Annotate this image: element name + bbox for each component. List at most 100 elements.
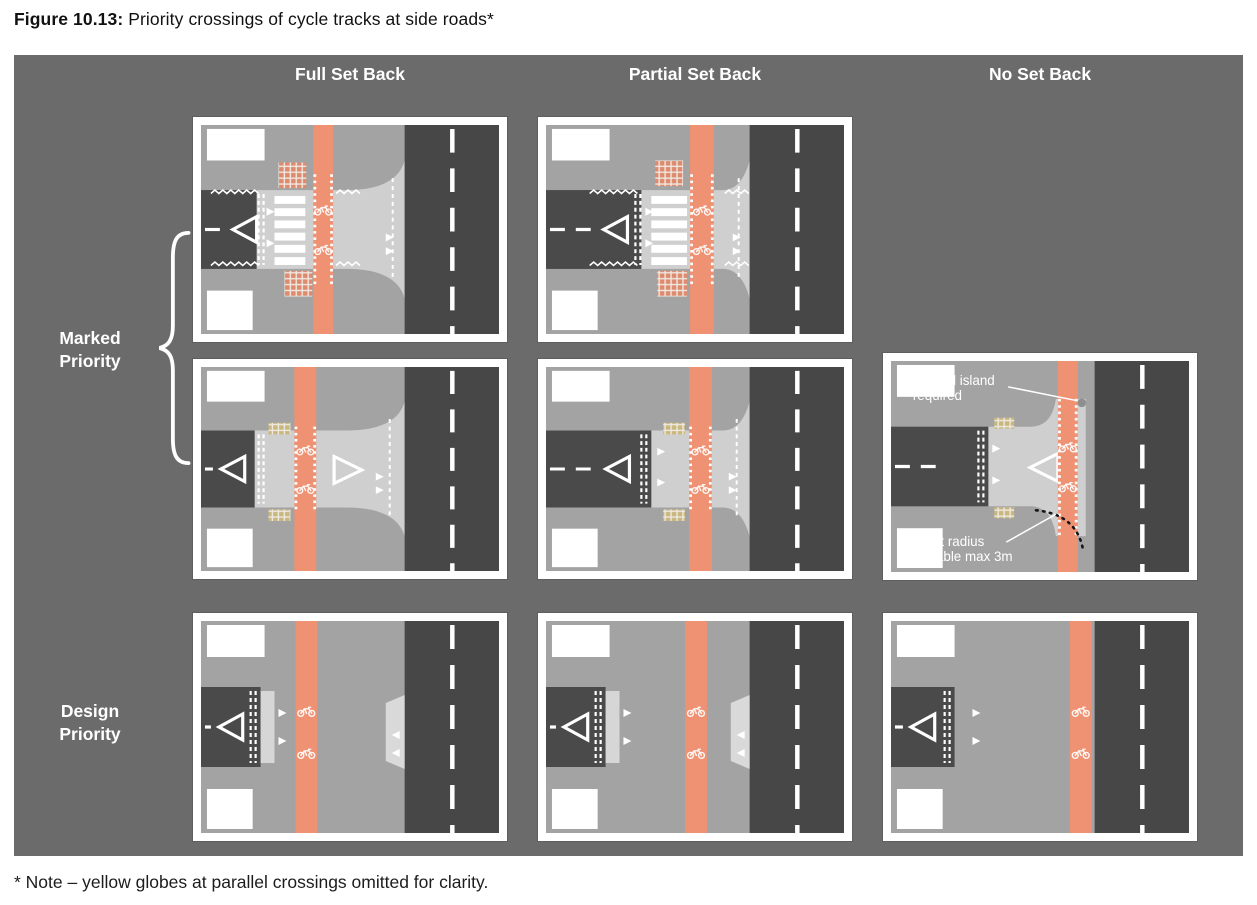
vehicle-crossing-ramp [385,695,405,769]
zigzag-marking [724,260,750,267]
building [206,128,265,161]
arrow-icon [992,476,1001,485]
zebra-stripe [274,208,306,217]
diagram-design-priority-partial-set-back [538,613,852,841]
give-way-triangle-icon [602,453,632,485]
diagram-drawing [201,125,499,334]
arrow-icon [375,472,384,481]
curly-brace [158,230,191,466]
zigzag-marking [724,189,750,195]
give-way-triangle-icon [217,453,247,485]
diagram-drawing [201,621,499,833]
cycle-track [295,621,318,833]
arrow-icon [992,444,1001,453]
tactile-paving-buff [663,509,686,521]
building [206,528,253,568]
arrow-icon [732,247,741,256]
building [551,789,598,829]
arrow-icon [391,731,400,739]
arrow-icon [972,737,981,745]
arrow-icon [645,207,654,216]
diagram-marked-giveway-full-set-back [193,359,507,579]
tactile-paving-red [655,160,684,187]
building [896,528,943,569]
tactile-paving-buff [994,507,1015,519]
diagram-design-priority-full-set-back [193,613,507,841]
leader-line [1005,513,1057,543]
arrow-icon [728,472,737,481]
zebra-stripe [651,232,688,241]
arrow-icon [657,478,666,487]
swept-radius-arc [1034,508,1085,550]
cycle-track [690,125,714,334]
zigzag-marking [589,189,638,195]
tactile-paving-buff [994,417,1015,429]
arrow-icon [732,233,741,242]
arrow-icon [657,447,666,456]
annotation-swept-radius: desirable max 3m [907,549,1013,564]
arrow-icon [645,239,654,248]
arrow-icon [278,709,287,717]
column-header-partial-set-back: Partial Set Back [628,64,762,84]
arrow-icon [972,709,981,717]
cycle-track [685,621,707,833]
arrow-icon [385,233,394,242]
zebra-stripe [274,244,306,253]
footnote: * Note – yellow globes at parallel cross… [14,872,489,892]
figure-panel: Full Set Back Partial Set Back No Set Ba… [14,55,1243,856]
arrow-icon [278,737,287,745]
diagram-marked-parallel-partial-set-back [538,117,852,342]
tactile-paving-buff [268,422,291,435]
figure-title: Priority crossings of cycle tracks at si… [123,9,494,29]
footway-ramp [260,691,275,763]
arrow-icon [375,486,384,495]
cycle-track [294,367,317,571]
building [896,789,943,829]
give-way-triangle-icon [332,453,366,486]
zebra-stripe [274,195,306,204]
cycle-track [1069,621,1092,833]
building [551,370,610,402]
leader-line [1008,386,1078,402]
vehicle-crossing-ramp [730,695,750,769]
arrow-icon [623,709,632,717]
arrow-icon [266,207,275,216]
diagram-drawing [546,125,844,334]
diagram-drawing [201,367,499,571]
give-way-triangle-icon [907,711,937,743]
zebra-stripe [274,257,306,265]
zebra-stripe [274,220,306,229]
give-way-triangle-icon [600,214,630,245]
diagram-marked-giveway-partial-set-back [538,359,852,579]
figure-label: Figure 10.13: [14,9,124,29]
footway-ramp [605,691,620,763]
building [896,364,955,397]
row-label-marked-priority: Marked Priority [59,328,121,371]
diagram-design-priority-no-set-back [883,613,1197,841]
building [551,625,610,657]
building [551,528,598,568]
tactile-paving-buff [663,422,686,435]
arrow-icon [623,737,632,745]
arrow-icon [736,749,745,757]
arrow-icon [385,247,394,256]
building [206,290,253,331]
zebra-stripe [651,257,688,265]
zigzag-marking [210,189,260,195]
zebra-stripe [651,208,688,217]
tactile-paving-red [657,270,688,297]
zebra-stripe [651,220,688,229]
zigzag-marking [335,189,361,195]
cycle-track [313,125,334,334]
tactile-paving-buff [268,509,291,521]
building [896,625,955,657]
arrow-icon [266,239,275,248]
cycle-track [689,367,712,571]
column-header-full-set-back: Full Set Back [295,64,405,84]
column-header-no-set-back: No Set Back [988,64,1092,84]
annotation-kerbed-island: Kerbed island [913,373,995,388]
annotation-swept-radius: Swept radius [907,534,985,549]
give-way-triangle-icon [229,214,259,245]
